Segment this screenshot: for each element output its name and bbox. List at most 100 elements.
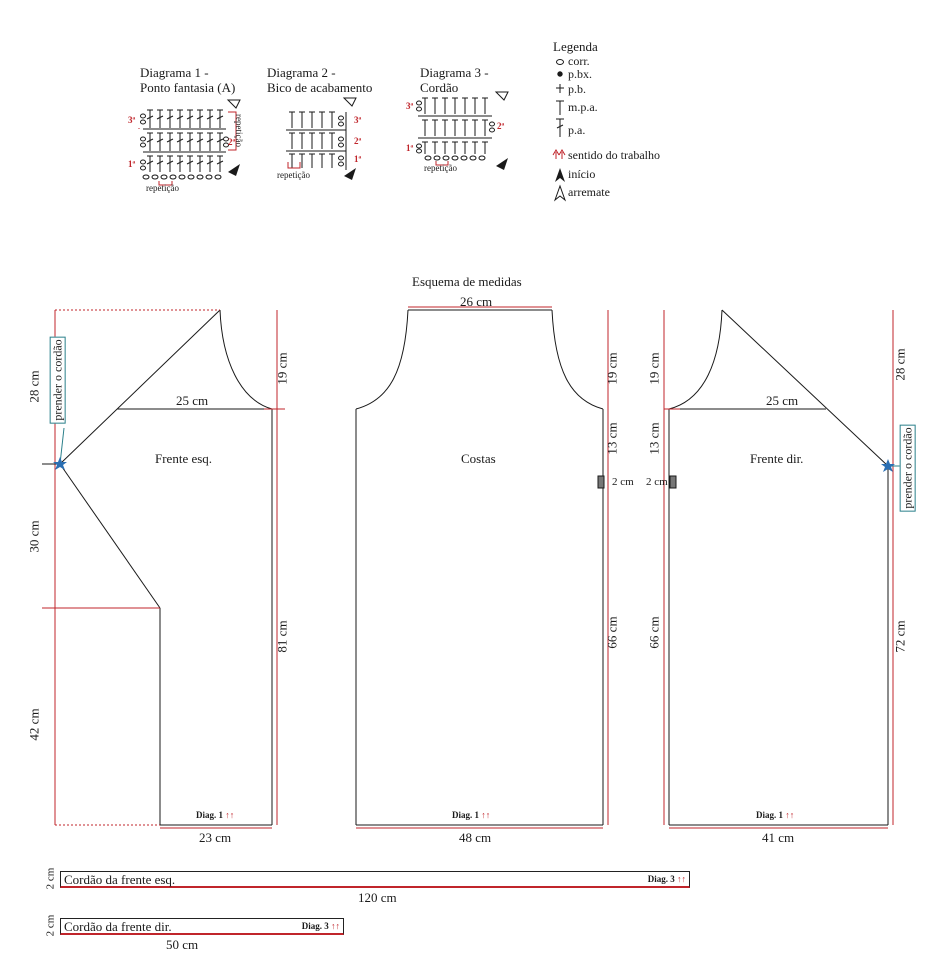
left-front-measure-lines: [42, 309, 285, 829]
slip-stitch-icon: [557, 71, 563, 77]
diagram-2-row1: 1ª: [354, 154, 362, 164]
diagram-2-title-line1: Diagrama 2 -: [267, 65, 336, 80]
legend-label-direction: sentido do trabalho: [568, 148, 660, 162]
left-front-shoulder-measure: 19 cm: [274, 352, 290, 385]
left-tie-star-icon: [53, 457, 67, 470]
right-front-neck-measure: 25 cm: [766, 393, 799, 408]
left-front-piece: [59, 309, 273, 826]
cord-left-front: Cordão da frente esq. Diag. 3 ↑↑: [60, 871, 690, 888]
schema-title: Esquema de medidas: [412, 274, 522, 289]
diagram-3-row1: 1ª: [406, 143, 414, 153]
single-crochet-icon: [556, 84, 564, 93]
cord-left-front-height: 2 cm: [44, 867, 57, 890]
diagram-1-repeat-side: repetição: [233, 114, 244, 147]
d3-start-arrow-icon: [496, 158, 508, 170]
diagram-1-row3: 3ª: [128, 115, 136, 125]
d3-finish-arrow-icon: [494, 91, 509, 101]
chain-icon: [556, 59, 564, 65]
right-front-bottom-width: 41 cm: [762, 830, 795, 845]
right-front-diag: Diag. 1 ↑↑: [756, 810, 795, 820]
back-diag: Diag. 1 ↑↑: [452, 810, 491, 820]
diagram-3-title-line1: Diagrama 3 -: [420, 65, 489, 80]
diagram-2-stitches: [286, 111, 347, 170]
back-top-measure: 26 cm: [460, 294, 493, 309]
back-measure-lines: [356, 306, 609, 829]
cord-left-front-length: 120 cm: [358, 890, 397, 905]
right-front-top-right-measure: 28 cm: [892, 348, 908, 381]
diagram-3-title-line2: Cordão: [420, 80, 459, 95]
left-front-neck-measure: 25 cm: [176, 393, 209, 408]
d1-finish-arrow-icon: [226, 99, 241, 109]
back-piece: [355, 309, 604, 826]
diagram-2-row3: 3ª: [354, 115, 362, 125]
legend-label-single-crochet: p.b.: [568, 82, 586, 96]
diagram-3-row3: 3ª: [406, 101, 414, 111]
legend-label-double-crochet: p.a.: [568, 123, 586, 137]
cord-left-front-label: Cordão da frente esq.: [64, 872, 176, 887]
left-front-tie-label: prender o cordão: [49, 336, 66, 424]
diagram-1-row2: 2ª: [228, 137, 236, 147]
right-front-side-right-measure: 72 cm: [892, 620, 908, 653]
diagram-2-repeat-bracket: [287, 162, 301, 169]
right-front-mark-measure: 2 cm: [646, 476, 668, 488]
back-mark: [597, 475, 605, 489]
right-front-shoulder-measure: 19 cm: [646, 352, 662, 385]
legend-label-half-double: m.p.a.: [568, 100, 598, 114]
back-shoulder-measure: 19 cm: [604, 352, 620, 385]
left-front-side-measure: 81 cm: [274, 620, 290, 653]
diagram-1-repeat-bottom: repetição: [146, 183, 179, 193]
diagram-1-title-line1: Diagrama 1 -: [140, 65, 209, 80]
legend-label-finish: arremate: [568, 185, 610, 199]
cord-right-front-height: 2 cm: [44, 914, 57, 937]
legend-icons: [552, 59, 567, 202]
d1-start-arrow-icon: [228, 164, 240, 176]
legend-label-slip-stitch: p.bx.: [568, 67, 592, 81]
diagram-3-row2: 2ª: [497, 121, 505, 131]
double-crochet-icon: [556, 118, 564, 137]
legend-label-start: início: [568, 167, 596, 181]
half-double-crochet-icon: [556, 100, 564, 115]
back-label: Costas: [461, 451, 496, 466]
right-front-measure-lines: [663, 310, 894, 829]
diagram-1-stitches: [140, 109, 229, 180]
direction-arrows-icon: [552, 149, 566, 159]
cord-right-front: Cordão da frente dir. Diag. 3 ↑↑: [60, 918, 344, 935]
right-front-piece: [668, 309, 889, 826]
finish-arrow-icon: [553, 184, 567, 202]
diagram-1-title-line2: Ponto fantasia (A): [140, 80, 236, 95]
left-front-bottom-width: 23 cm: [199, 830, 232, 845]
cord-left-front-diag: Diag. 3 ↑↑: [647, 874, 686, 884]
right-front-armhole-measure: 13 cm: [646, 422, 662, 455]
right-front-tie-label: prender o cordão: [899, 424, 916, 512]
cord-right-front-diag: Diag. 3 ↑↑: [301, 921, 340, 931]
diagram-3-repeat-bottom: repetição: [424, 163, 457, 173]
left-front-bottom-measure: 42 cm: [26, 708, 42, 741]
right-front-side-left-measure: 66 cm: [646, 616, 662, 649]
d2-start-arrow-icon: [344, 168, 356, 180]
diagram-2-row2: 2ª: [354, 136, 362, 146]
left-front-label: Frente esq.: [155, 451, 213, 466]
back-bottom-width: 48 cm: [459, 830, 492, 845]
pattern-schematic: [42, 306, 906, 829]
back-mark-measure: 2 cm: [612, 476, 634, 488]
d2-finish-arrow-icon: [342, 97, 357, 107]
crochet-diagrams-graphic: [138, 59, 567, 202]
diagram-3-repeat-bracket: [435, 161, 449, 166]
cord-right-front-length: 50 cm: [166, 937, 199, 952]
back-side-measure: 66 cm: [604, 616, 620, 649]
legend-title: Legenda: [553, 39, 598, 54]
left-front-mid-measure: 30 cm: [26, 520, 42, 553]
cord-right-front-label: Cordão da frente dir.: [64, 919, 172, 934]
left-front-diag: Diag. 1 ↑↑: [196, 810, 235, 820]
left-front-top-measure: 28 cm: [26, 370, 42, 403]
diagram-2-title-line2: Bico de acabamento: [267, 80, 373, 95]
diagram-1-repeat-brackets: [138, 111, 237, 186]
back-armhole-measure: 13 cm: [604, 422, 620, 455]
diagram-2-repeat-bottom: repetição: [277, 170, 310, 180]
diagram-1-row1: 1ª: [128, 159, 136, 169]
right-front-label: Frente dir.: [750, 451, 804, 466]
right-front-mark: [669, 475, 677, 489]
right-tie-star-icon: [881, 459, 895, 472]
start-arrow-icon: [555, 168, 565, 182]
legend-label-chain: corr.: [568, 54, 590, 68]
